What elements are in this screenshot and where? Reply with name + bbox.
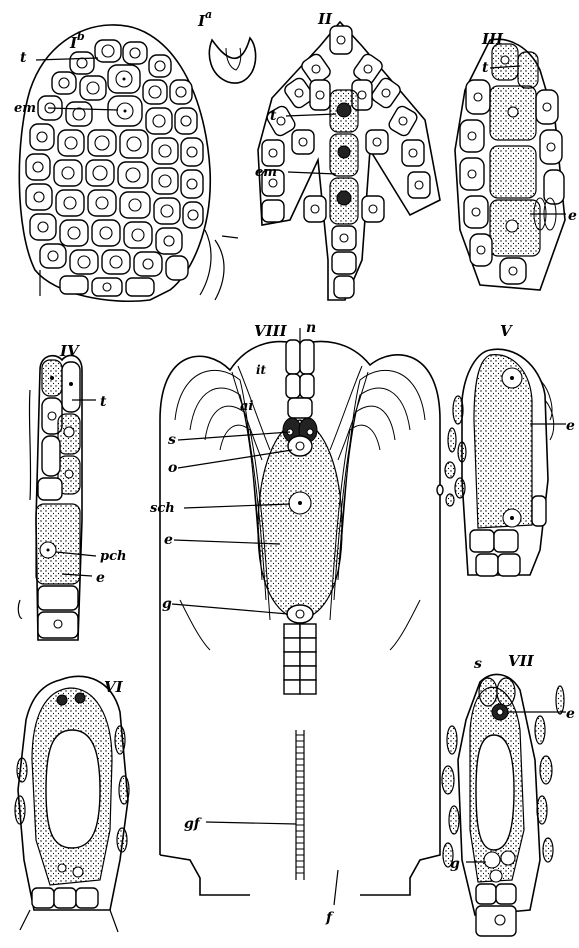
label-VIII-gf: gf [184,816,203,832]
label-VIII-it: it [256,363,267,377]
leader-VIII-f [334,870,338,905]
label-VIII-ai: ai [240,399,253,414]
ovule-outline-Ia [209,38,255,83]
label-III-e: e [568,208,577,224]
figure-II-cells [262,26,430,298]
figure-Ib-cells [26,40,203,296]
figure-VIII: VIII [150,320,440,926]
figure-II: II [255,10,440,300]
leader-VIII-gf [206,822,296,824]
label-VII-g: g [450,856,460,872]
leader-VIII-g [172,604,288,614]
fig-VII-number: VII [508,652,535,670]
fig-Ib-number: Ib [69,30,85,52]
label-IV-e: e [96,570,105,586]
fig-VIII-number: VIII [254,322,288,340]
figure-IV-cells [36,360,80,638]
label-IV-pch: pch [100,549,126,564]
label-II-t: t [270,108,277,124]
label-VIII-o: o [168,460,177,476]
label-VIII-f: f [325,910,335,926]
label-VIII-n: n [306,320,316,336]
fig-II-number: II [317,10,333,28]
figure-VI: VI [15,676,129,932]
label-VIII-sch: sch [150,501,175,516]
leader-II-t [286,114,336,116]
figure-Ia: Ia [197,8,256,83]
label-III-t: t [482,60,489,76]
fig-Ia-number: Ia [197,8,212,30]
label-VII-e: e [566,706,575,722]
figure-III: III t e [455,30,577,290]
leader-VIII-s [178,432,290,440]
figure-III-cells [460,44,564,284]
antipodals-VIII [287,605,313,623]
vacuole-VII [476,735,514,850]
label-IV-t: t [100,394,107,410]
label-V-e: e [566,418,575,434]
label-II-em: em [255,165,277,180]
figure-VII: VII s e g [442,652,575,936]
label-VIII-e: e [164,532,173,548]
label-VIII-s: s [168,432,176,448]
vacuole-VI [46,730,100,848]
fig-V-number: V [500,322,513,340]
label-Ib-t: t [20,50,27,66]
figure-IV: IV t pch e [18,342,126,640]
chalaza-cells-VIII [284,624,316,694]
label-Ib-em: em [14,101,36,116]
vascular-strand-VIII [296,730,304,880]
label-VII-s: s [474,656,482,672]
figure-Ib: Ib t em [14,25,238,301]
label-VIII-g: g [162,596,172,612]
micropyle-cells-VIII [286,340,314,418]
figure-V: V e [437,322,575,576]
